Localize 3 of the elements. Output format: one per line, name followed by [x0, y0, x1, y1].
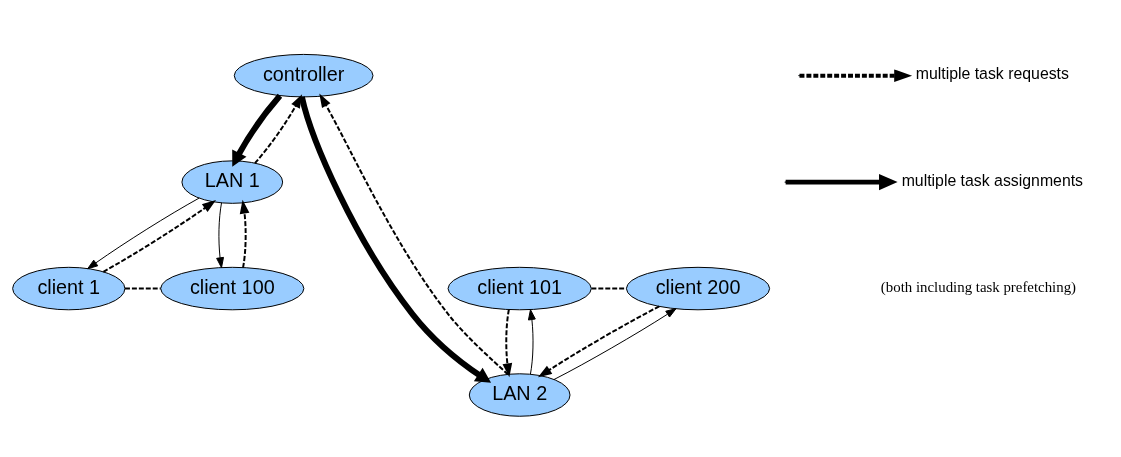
legend-label: multiple task requests: [915, 64, 1069, 82]
legend-label: multiple task assignments: [901, 171, 1084, 189]
label: (both including task prefetching): [880, 278, 1077, 295]
